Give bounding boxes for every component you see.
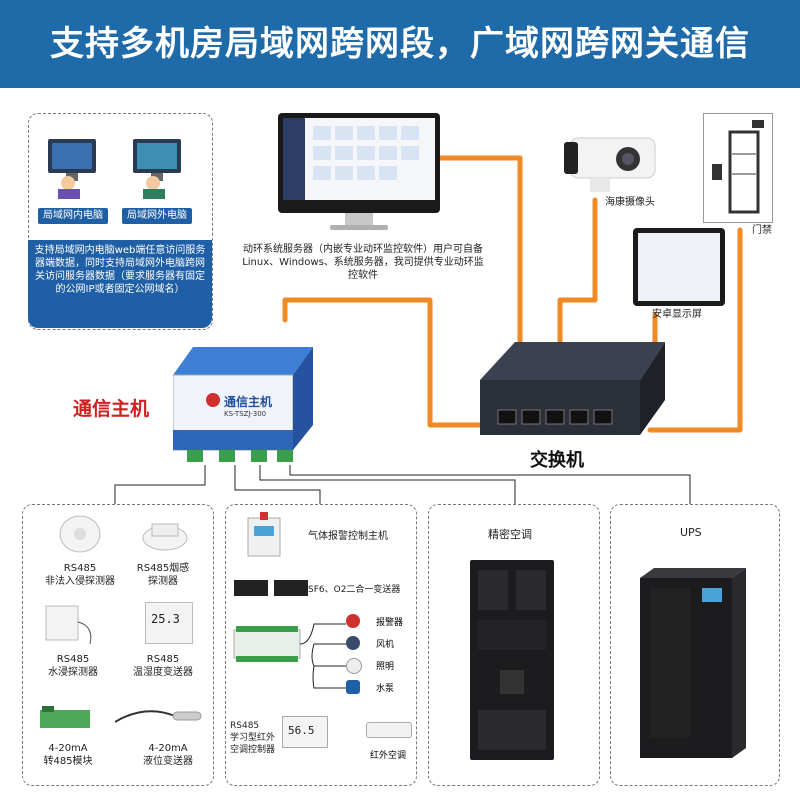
intrusion-detector-image: [55, 512, 105, 556]
server-screen: [283, 118, 435, 200]
intrusion-detector-label: RS485 非法入侵探测器: [45, 563, 115, 587]
gas-alarm-host-label: 气体报警控制主机: [308, 531, 388, 542]
smoke-detector-image: [140, 512, 190, 556]
gas-transmitter-image: [232, 576, 312, 598]
host-label: 通信主机: [73, 398, 150, 420]
ac-controller-image: 56.5: [282, 716, 328, 748]
ir-ac-image: [366, 722, 412, 738]
android-screen: [633, 228, 725, 306]
temp-humidity-sensor-image: 25.3: [145, 602, 193, 648]
light-icon: [346, 658, 362, 674]
wan-pc-image: [125, 135, 190, 200]
relay-module-image: [232, 626, 302, 662]
pump-icon: [346, 680, 360, 694]
switch-label: 交换机: [530, 450, 584, 471]
water-leak-detector-image: [42, 602, 102, 648]
communication-host-device: [172, 345, 313, 465]
door-panel: [703, 113, 773, 223]
current-to-485-module-label: 4-20mA 转485模块: [43, 743, 93, 767]
pc-desc-box: [28, 240, 212, 328]
fan-icon: [346, 636, 360, 650]
lan-pc-image: [40, 135, 105, 200]
light-label: 照明: [376, 662, 395, 672]
camera-label: 海康摄像头: [605, 197, 655, 208]
sensor-panel: [22, 504, 214, 786]
precision-ac-label: 精密空调: [488, 528, 532, 541]
wan-pc-label: 局域网外电脑: [122, 208, 192, 224]
level-transmitter-label: 4-20mA 液位变送器: [143, 743, 193, 767]
ac-controller-label: RS485 学习型红外 空调控制器: [230, 721, 276, 755]
precision-ac-cabinet: [470, 560, 554, 760]
current-to-485-module-image: [38, 704, 108, 732]
network-switch: [480, 340, 665, 438]
server-base: [330, 225, 388, 230]
ups-label: UPS: [680, 526, 702, 539]
water-leak-detector-label: RS485 水浸探测器: [48, 654, 98, 678]
ac-controller-display: 56.5: [288, 724, 315, 737]
temp-humidity-display: 25.3: [151, 612, 180, 626]
ir-ac-label: 红外空调: [370, 751, 407, 761]
level-transmitter-image: [114, 702, 205, 732]
gas-transmitter-label: SF6、O2二合一变送器: [308, 585, 401, 595]
pc-description: 支持局域网内电脑web端任意访问服务器端数据，同时支持局域网外电脑跨网关访问服务…: [34, 245, 206, 295]
server-stand: [345, 213, 373, 225]
alarm-icon: [346, 614, 360, 628]
camera-image: [560, 128, 660, 203]
fan-label: 风机: [376, 640, 395, 650]
gas-alarm-host-image: [246, 512, 282, 558]
pump-label: 水泵: [376, 684, 395, 694]
host-model: KS-TSZJ-300: [224, 410, 267, 418]
alarm-label: 报警器: [376, 618, 404, 628]
smoke-detector-label: RS485烟感 探测器: [136, 563, 190, 587]
android-label: 安卓显示屏: [652, 309, 702, 320]
host-device-title: 通信主机: [224, 395, 273, 409]
server-description: 动环系统服务器（内嵌专业动环监控软件）用户可自备Linux、Windows、系统…: [242, 244, 484, 281]
page-title: 支持多机房局域网跨网段，广域网跨网关通信: [0, 0, 800, 88]
ups-cabinet: [640, 568, 746, 758]
temp-humidity-sensor-label: RS485 温湿度变送器: [133, 654, 193, 678]
relay-connector-lines: [300, 623, 346, 689]
door-label: 门禁: [752, 225, 772, 236]
lan-pc-label: 局域网内电脑: [38, 208, 108, 224]
